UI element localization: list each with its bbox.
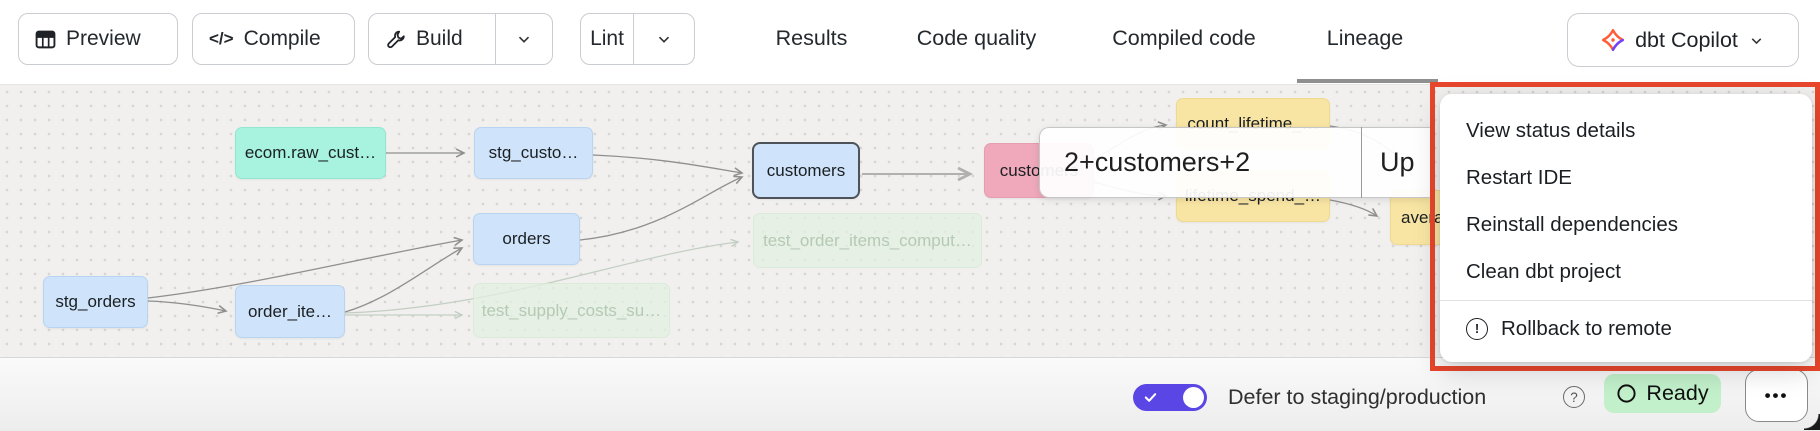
lineage-node-source[interactable]: ecom.raw_cust…	[235, 127, 386, 179]
build-label: Build	[416, 27, 463, 50]
lineage-node[interactable]: stg_custo…	[474, 127, 593, 179]
lint-split-button: Lint	[580, 13, 695, 65]
menu-divider	[1440, 300, 1812, 301]
window-corner	[1804, 414, 1820, 430]
check-icon	[1144, 393, 1157, 402]
status-circle-icon	[1617, 384, 1636, 403]
menu-item-restart-ide[interactable]: Restart IDE	[1466, 165, 1572, 189]
button-divider	[495, 14, 496, 64]
help-icon[interactable]: ?	[1563, 386, 1585, 408]
lint-label: Lint	[590, 27, 624, 50]
tab-results[interactable]: Results	[775, 26, 848, 50]
chevron-down-icon	[518, 36, 530, 43]
lineage-selector-bar: 2+customers+2 Up	[1039, 127, 1432, 198]
lineage-selector-input[interactable]: 2+customers+2	[1064, 147, 1251, 177]
code-icon: </>	[209, 29, 234, 48]
preview-label: Preview	[66, 27, 141, 50]
rollback-label: Rollback to remote	[1501, 316, 1672, 340]
lineage-node[interactable]: orders	[473, 213, 580, 265]
compile-label: Compile	[243, 27, 321, 50]
update-graph-button[interactable]: Up	[1380, 147, 1415, 177]
chevron-down-icon	[1751, 37, 1762, 44]
toggle-knob	[1183, 387, 1204, 408]
copilot-label: dbt Copilot	[1635, 27, 1738, 52]
menu-item-clean-dbt-project[interactable]: Clean dbt project	[1466, 259, 1621, 283]
top-toolbar: Preview </> Compile Build Lint Results C…	[0, 0, 1820, 85]
lineage-node[interactable]: order_ite…	[235, 285, 345, 338]
preview-button[interactable]: Preview	[18, 13, 178, 65]
lineage-node-test[interactable]: test_supply_costs_su…	[473, 283, 670, 338]
build-button[interactable]: Build	[369, 14, 495, 64]
more-options-button[interactable]: •••	[1745, 369, 1808, 422]
menu-item-reinstall-dependencies[interactable]: Reinstall dependencies	[1466, 212, 1678, 236]
dbt-logo-icon	[1601, 28, 1625, 52]
build-split-button: Build	[368, 13, 553, 65]
lineage-node-selected[interactable]: customers	[752, 142, 860, 199]
lineage-node[interactable]: stg_orders	[43, 276, 148, 328]
active-tab-underline	[1297, 79, 1438, 83]
tab-code-quality[interactable]: Code quality	[916, 26, 1037, 50]
ready-status-badge[interactable]: Ready	[1604, 374, 1721, 413]
lint-dropdown-button[interactable]	[634, 14, 694, 64]
table-icon	[35, 29, 56, 50]
tab-compiled-code[interactable]: Compiled code	[1112, 26, 1256, 50]
chevron-down-icon	[658, 36, 670, 43]
wrench-icon	[385, 29, 406, 50]
lineage-node-test[interactable]: test_order_items_comput…	[753, 213, 982, 268]
ready-label: Ready	[1646, 381, 1709, 405]
annotation-red-box	[1430, 82, 1820, 371]
build-dropdown-button[interactable]	[496, 14, 552, 64]
button-divider	[633, 14, 634, 64]
ide-status-context-menu: View status details Restart IDE Reinstal…	[1440, 94, 1812, 362]
compile-button[interactable]: </> Compile	[192, 13, 355, 65]
menu-item-view-status-details[interactable]: View status details	[1466, 118, 1636, 142]
dbt-copilot-button[interactable]: dbt Copilot	[1567, 13, 1799, 67]
alert-icon: !	[1466, 317, 1488, 340]
menu-item-rollback-to-remote[interactable]: ! Rollback to remote	[1440, 305, 1812, 352]
lint-button[interactable]: Lint	[581, 14, 633, 64]
tab-lineage[interactable]: Lineage	[1326, 26, 1404, 50]
defer-toggle[interactable]	[1133, 384, 1207, 411]
defer-label: Defer to staging/production	[1228, 385, 1487, 409]
